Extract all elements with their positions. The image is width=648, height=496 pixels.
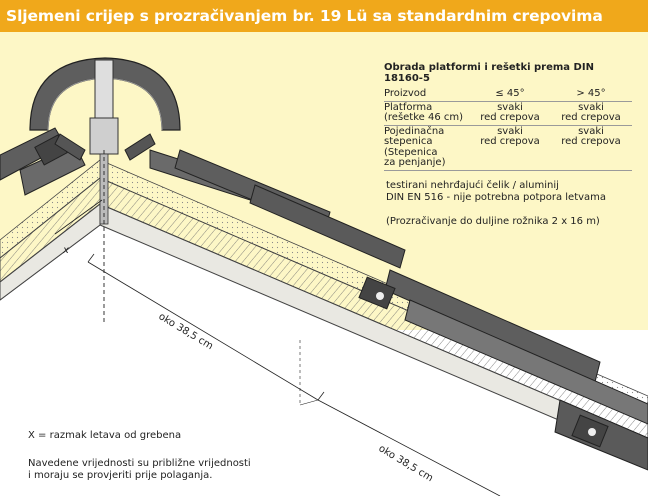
tile-clips-right xyxy=(358,276,609,448)
row-cell: svaki red crepova xyxy=(561,125,621,147)
header-gt-45: > 45° xyxy=(576,88,606,99)
x-label: x xyxy=(62,245,69,256)
legend-x: X = razmak letava od grebena xyxy=(28,430,182,441)
disclaimer: Navedene vrijednosti su približne vrijed… xyxy=(28,458,251,481)
row-cell: svaki red crepova xyxy=(561,101,621,123)
row-cell: svaki red crepova xyxy=(480,125,540,147)
table-title: Obrada platformi i rešetki prema DIN 181… xyxy=(384,62,594,84)
diagram-title: Sljemeni crijep s prozračivanjem br. 19 … xyxy=(6,7,603,25)
header-product: Proizvod xyxy=(384,88,427,99)
x-dimension-line xyxy=(54,199,103,235)
specification-table: Obrada platformi i rešetki prema DIN 181… xyxy=(384,62,632,171)
dimension-line-1 xyxy=(87,261,319,401)
table-row: Pojedinačna stepenica (Stepenica za penj… xyxy=(384,126,632,171)
left-roof-interior xyxy=(0,225,648,496)
material-note: testirani nehrđajući čelik / aluminij DI… xyxy=(386,180,607,203)
table-header-row: Proizvod ≤ 45° > 45° xyxy=(384,88,632,102)
table-row: Platforma (rešetke 46 cm) svaki red crep… xyxy=(384,102,632,126)
header-le-45: ≤ 45° xyxy=(495,88,525,99)
ventilation-note: (Prozračivanje do duljine rožnika 2 x 16… xyxy=(386,216,600,227)
row-label: Platforma (rešetke 46 cm) xyxy=(384,101,464,123)
row-cell: svaki red crepova xyxy=(480,101,540,123)
roof-tiles-right xyxy=(149,149,648,471)
dimension-line-2 xyxy=(317,399,501,496)
ridge-clamp xyxy=(89,117,119,155)
row-label: Pojedinačna stepenica (Stepenica za penj… xyxy=(384,125,446,168)
title-bar: Sljemeni crijep s prozračivanjem br. 19 … xyxy=(0,0,648,32)
